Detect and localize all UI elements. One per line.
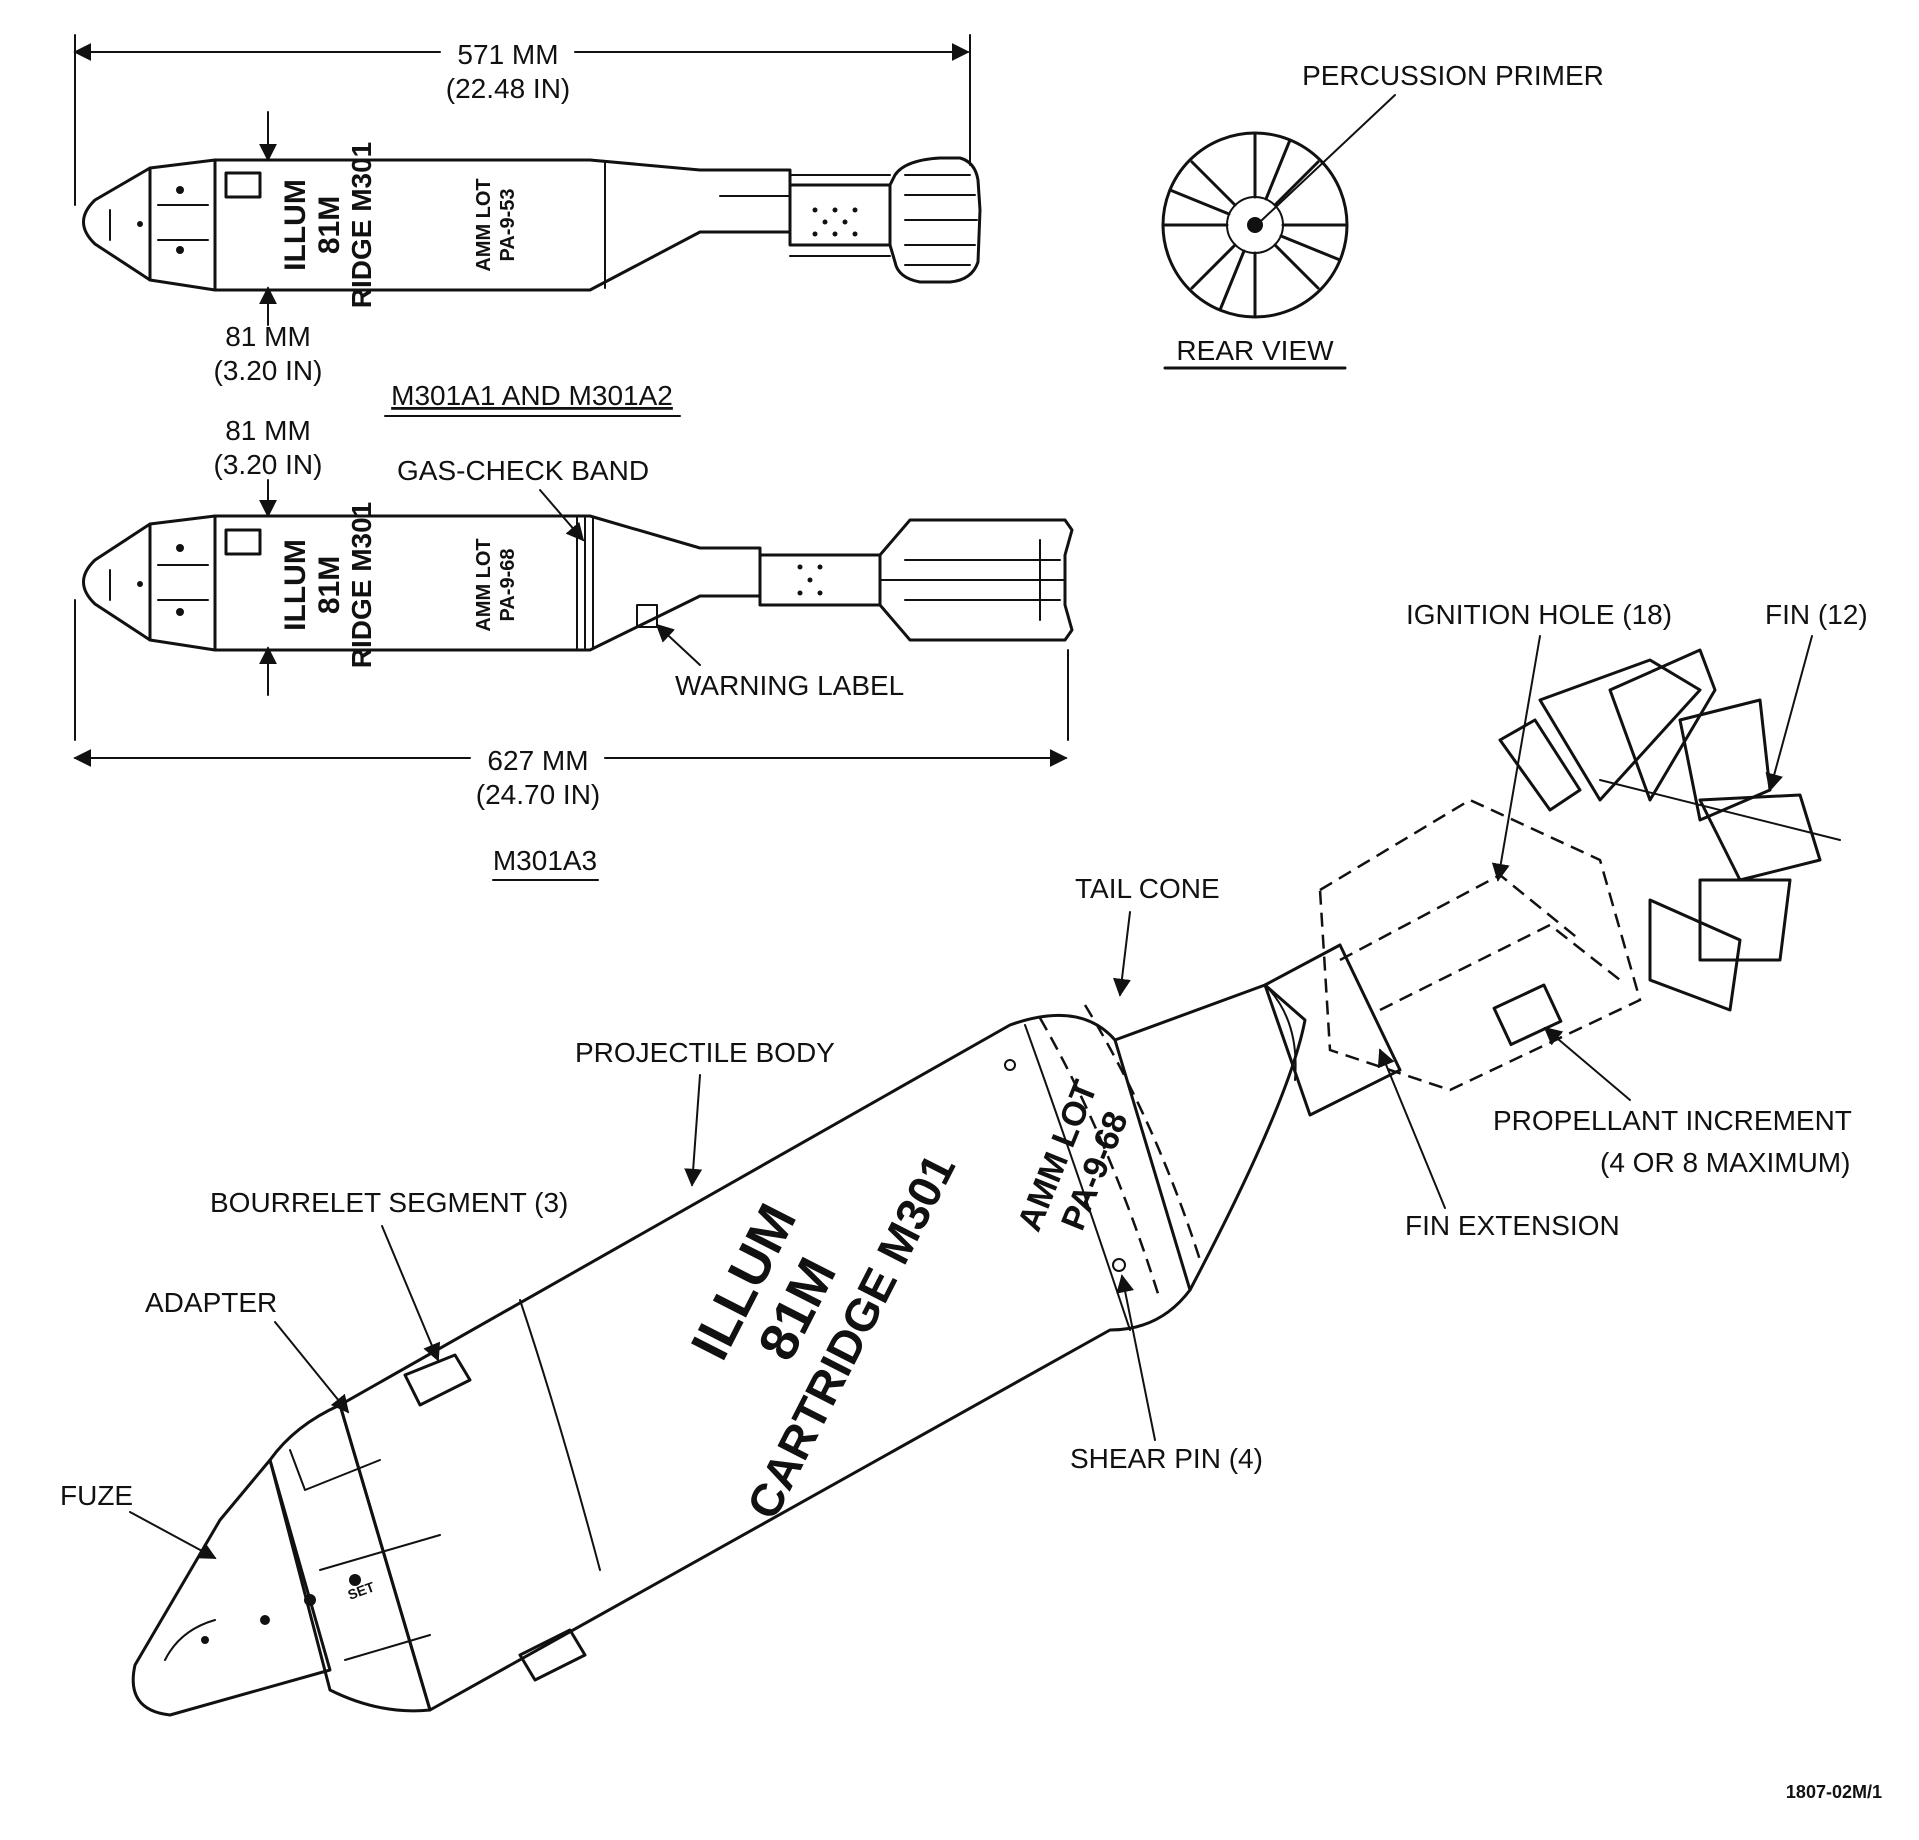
adapter-label: ADAPTER	[145, 1287, 277, 1318]
rear-view: PERCUSSION PRIMER REAR VIEW	[1161, 60, 1604, 370]
warning-label-patch	[636, 604, 658, 628]
rear-view-outer-ring	[1161, 131, 1349, 319]
bourrelet-segment-perspective-lower	[518, 1628, 587, 1682]
propellant-increment-label-1: PROPELLANT INCREMENT	[1493, 1105, 1852, 1136]
percussion-primer-leader	[1261, 94, 1396, 221]
fin-leader	[1765, 635, 1813, 792]
propellant-increment-outline	[1318, 798, 1642, 1092]
cartridge-m301a1-a2: 571 MM (22.48 IN) 81 MM (3.20 IN) ILL	[73, 34, 982, 386]
length-a3-in-label: (24.70 IN)	[476, 779, 601, 810]
warning-label-label: WARNING LABEL	[675, 670, 904, 701]
marking-81m: 81M	[313, 196, 346, 254]
shear-pin-hole	[1112, 1258, 1126, 1272]
diameter-a3-mm-label: 81 MM	[225, 415, 311, 446]
gas-check-band-leader	[539, 489, 585, 542]
cartridge-perspective: SET	[131, 648, 1841, 1717]
ignition-hole-label: IGNITION HOLE (18)	[1406, 599, 1672, 630]
length-in-label: (22.48 IN)	[446, 73, 571, 104]
marking-ammlot: AMM LOT	[473, 178, 495, 271]
bourrelet-segment-leader	[381, 1225, 441, 1362]
fin-extension	[788, 183, 892, 247]
gas-check-band-label: GAS-CHECK BAND	[397, 455, 649, 486]
warning-label-leader	[655, 623, 701, 666]
marking-illum-a3: ILLUM	[279, 539, 312, 631]
length-a3-mm-label: 627 MM	[487, 745, 588, 776]
cartridge-m301a3: 81 MM (3.20 IN) ILLUM 81M RIDGE M301	[73, 415, 1074, 810]
marking-illum: ILLUM	[279, 179, 312, 271]
projectile-body-outline	[82, 158, 792, 292]
projectile-body-leader	[684, 1074, 703, 1187]
marking-lot-a3: PA-9-68	[497, 549, 519, 622]
fin-extension-label: FIN EXTENSION	[1405, 1210, 1620, 1241]
tail-cone-label: TAIL CONE	[1075, 873, 1220, 904]
marking-ammlot-a3: AMM LOT	[473, 538, 495, 631]
fin-extension-perspective	[1263, 943, 1402, 1117]
fin-assembly-a3	[878, 518, 1074, 642]
adapter-outline	[268, 1403, 432, 1713]
percussion-primer-dot	[1247, 217, 1263, 233]
bourrelet-segment-a3	[224, 528, 262, 556]
figure-code: 1807-02M/1	[1786, 1782, 1882, 1802]
projectile-body-perspective	[338, 1013, 1192, 1712]
diameter-mm-label: 81 MM	[225, 321, 311, 352]
projectile-body-outline-a3	[82, 514, 762, 652]
propellant-increment-label-2: (4 OR 8 MAXIMUM)	[1600, 1147, 1850, 1178]
fuze-outline	[131, 1458, 332, 1717]
diameter-in-label: (3.20 IN)	[214, 355, 323, 386]
marking-ridge-a3: RIDGE M301	[346, 502, 377, 669]
tail-cone-leader	[1113, 911, 1131, 997]
bourrelet-segment-perspective	[403, 1353, 472, 1407]
fin-label: FIN (12)	[1765, 599, 1868, 630]
variant-a3-title: M301A3	[493, 845, 597, 876]
percussion-primer-label: PERCUSSION PRIMER	[1302, 60, 1604, 91]
fin-extension-leader	[1377, 1048, 1446, 1209]
marking-lot: PA-9-53	[497, 189, 519, 262]
fuze-label: FUZE	[60, 1480, 133, 1511]
rear-view-title: REAR VIEW	[1176, 335, 1334, 366]
marking-81m-a3: 81M	[313, 556, 346, 614]
fuze-leader	[129, 1511, 217, 1559]
propellant-increment-leader	[1543, 1026, 1631, 1101]
rear-view-fins	[1163, 133, 1347, 317]
adapter-leader	[274, 1321, 350, 1414]
fin-assembly	[888, 156, 982, 284]
variant-a1a2-title: M301A1 AND M301A2	[391, 380, 673, 411]
shear-pin-label: SHEAR PIN (4)	[1070, 1443, 1263, 1474]
bourrelet-segment	[224, 171, 262, 199]
marking-ridge: RIDGE M301	[346, 142, 377, 309]
diameter-a3-in-label: (3.20 IN)	[214, 449, 323, 480]
length-mm-label: 571 MM	[457, 39, 558, 70]
projectile-body-label: PROJECTILE BODY	[575, 1037, 835, 1068]
ignition-hole-leader	[1491, 635, 1541, 882]
fins-perspective	[1498, 648, 1822, 1012]
propellant-increment-block	[1492, 983, 1563, 1047]
shear-pin-leader	[1116, 1274, 1156, 1441]
fin-extension-a3	[758, 553, 882, 607]
bourrelet-segment-label: BOURRELET SEGMENT (3)	[210, 1187, 568, 1218]
tail-cone-outline	[1113, 983, 1307, 1292]
